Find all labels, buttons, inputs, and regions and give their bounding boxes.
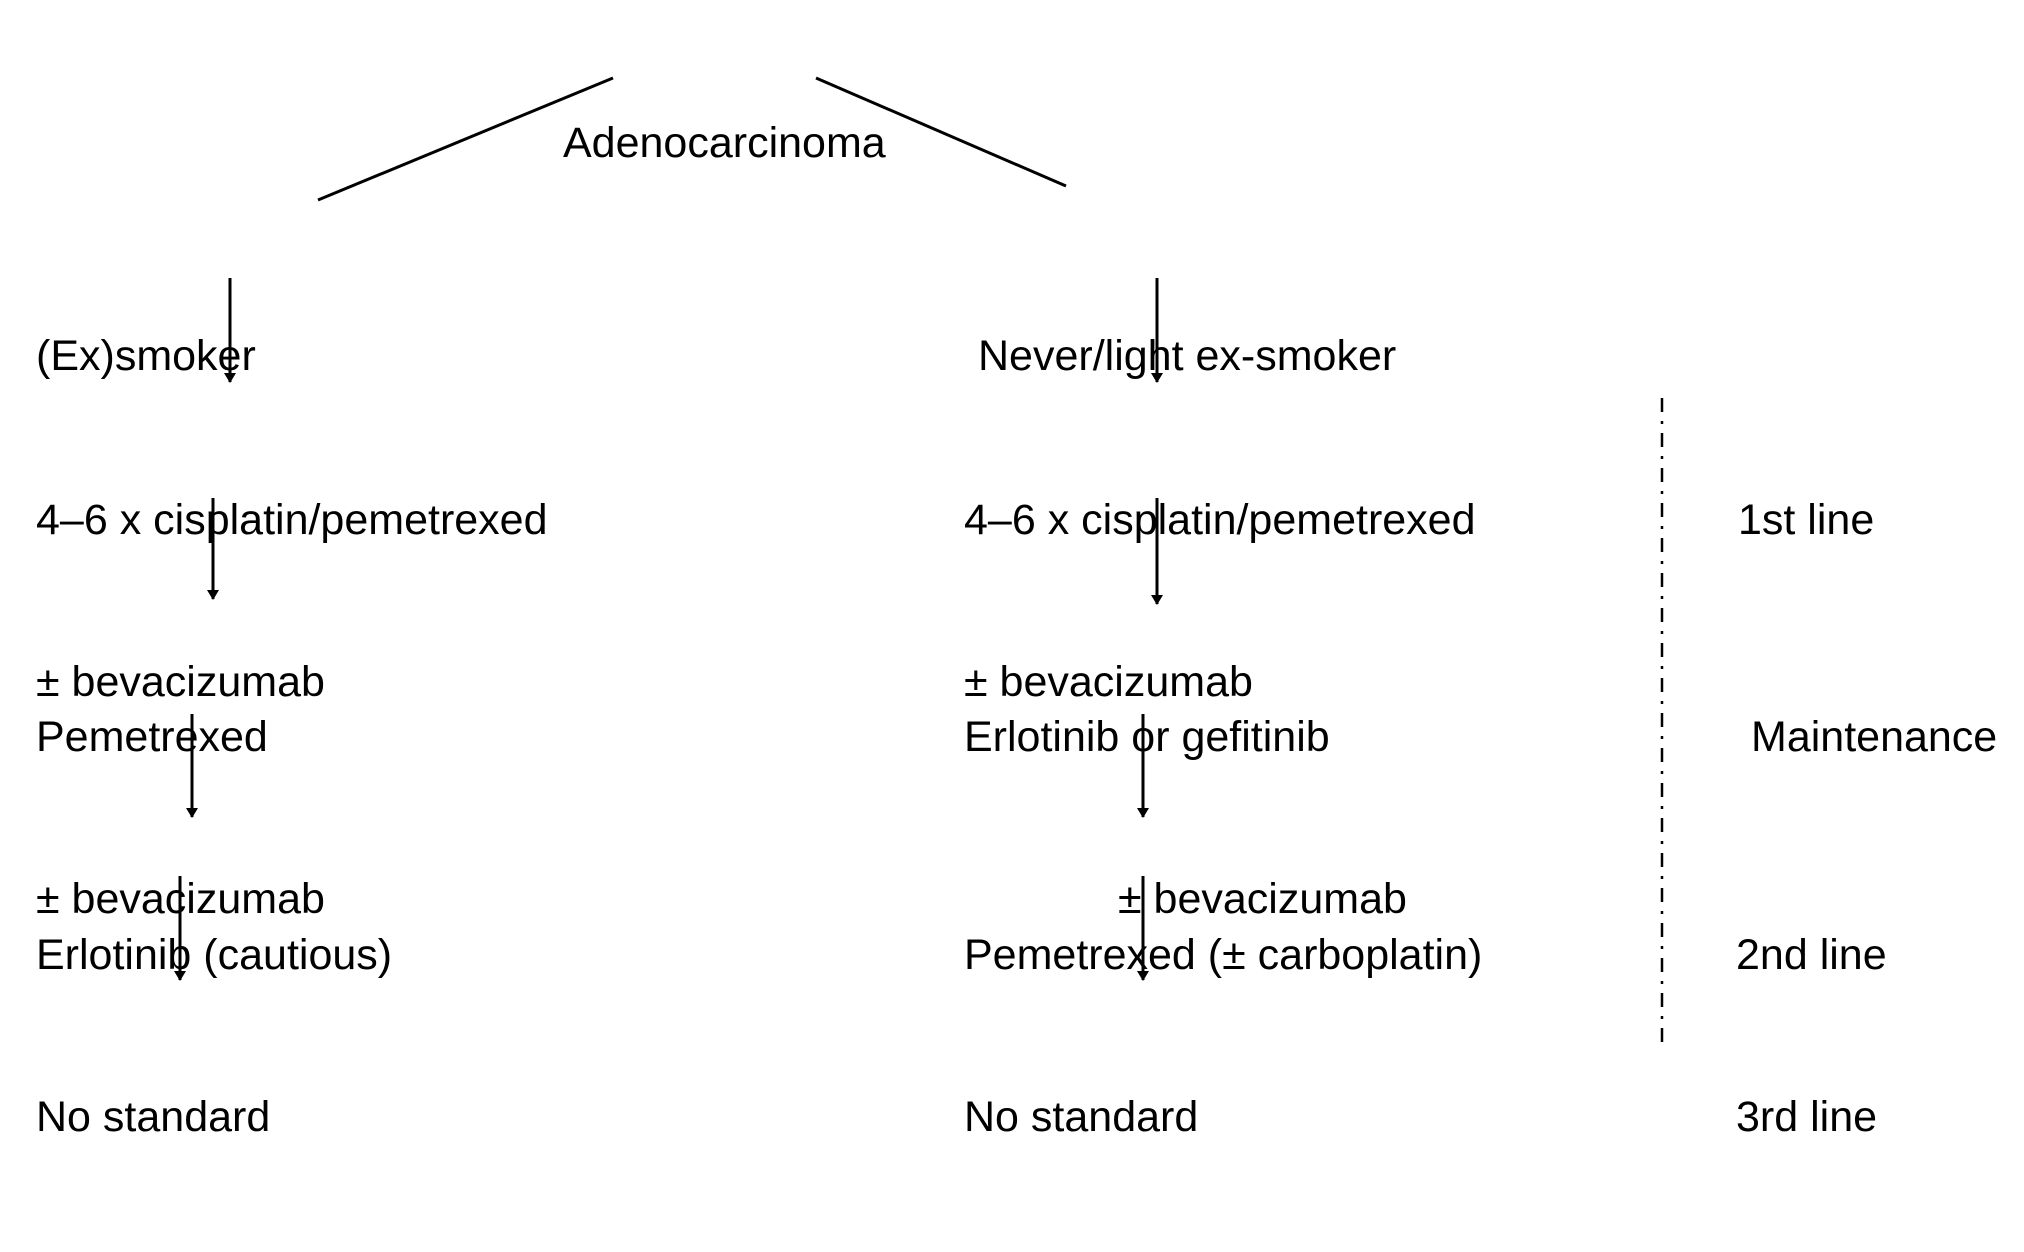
- left-branch-label: (Ex)smoker: [36, 332, 256, 380]
- right-branch-label: Never/light ex-smoker: [978, 332, 1397, 380]
- line-label-first: 1st line: [1738, 496, 1875, 544]
- root-to-left-branch-line: [317, 76, 614, 202]
- connector-layer: [174, 76, 1664, 1050]
- right-step-4: No standard: [964, 1093, 1199, 1141]
- left-step-1: 4–6 x cisplatin/pemetrexed ± bevacizumab: [36, 496, 548, 706]
- left-step-4: No standard: [36, 1093, 271, 1141]
- treatment-flow-diagram: Adenocarcinoma (Ex)smoker 4–6 x cisplati…: [36, 76, 1998, 1141]
- left-step-2: Pemetrexed ± bevacizumab: [36, 713, 325, 923]
- root-label: Adenocarcinoma: [563, 119, 886, 167]
- line-label-second: 2nd line: [1736, 931, 1887, 979]
- right-step-3: Pemetrexed (± carboplatin): [964, 931, 1483, 979]
- line-label-maintenance: Maintenance: [1751, 713, 1998, 761]
- right-step-2: Erlotinib or gefitinib ± bevacizumab: [964, 713, 1407, 923]
- line-label-third: 3rd line: [1736, 1093, 1878, 1141]
- root-to-right-branch-line: [815, 76, 1067, 188]
- left-step-3: Erlotinib (cautious): [36, 931, 393, 979]
- right-step-1: 4–6 x cisplatin/pemetrexed ± bevacizumab: [964, 496, 1476, 706]
